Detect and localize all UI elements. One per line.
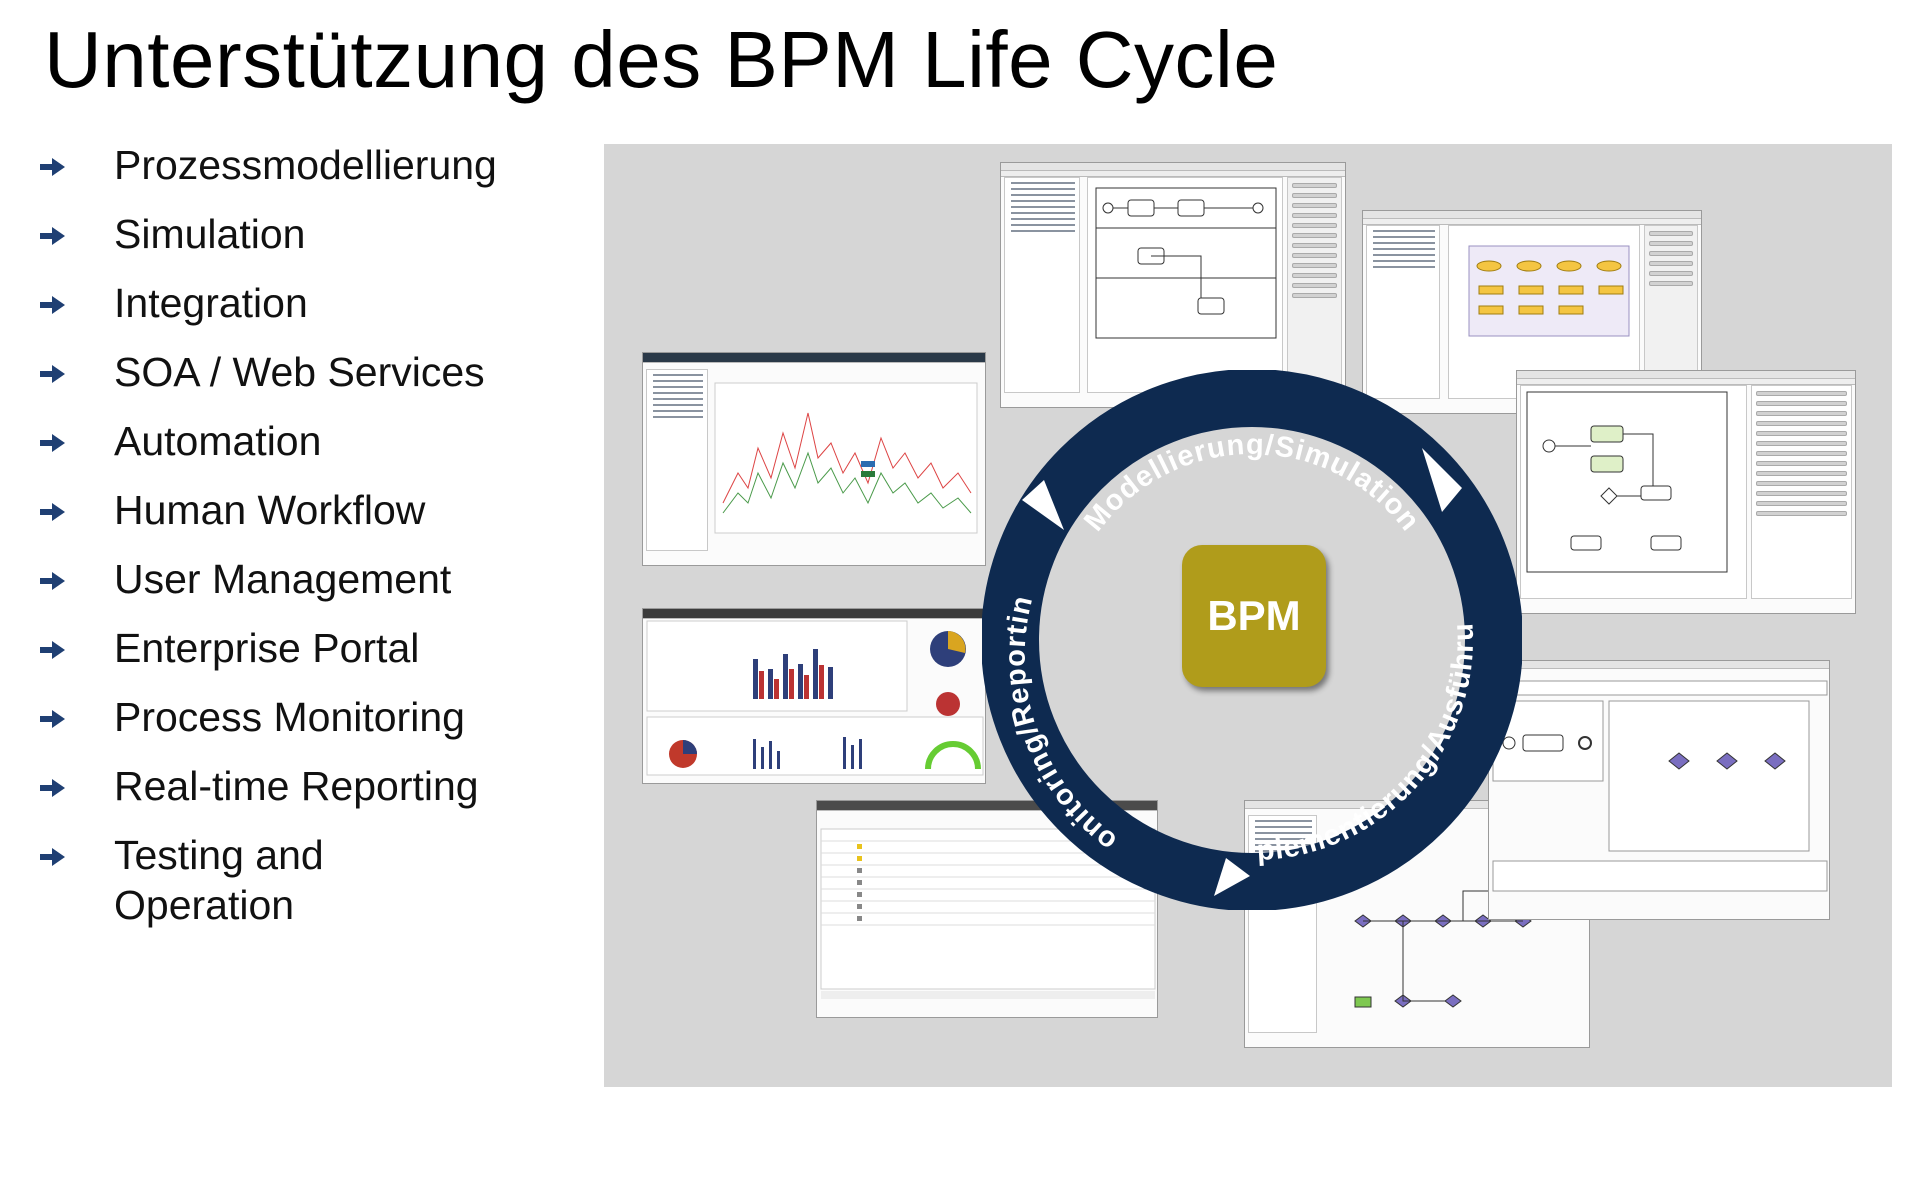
feature-label: SOA / Web Services — [114, 349, 485, 395]
feature-list: Prozessmodellierung Simulation Integrati… — [40, 140, 580, 949]
arrow-right-icon — [40, 848, 65, 866]
feature-label: Automation — [114, 418, 322, 464]
arrow-right-icon — [40, 641, 65, 659]
simulation-screenshot — [1516, 370, 1856, 614]
feature-item: Process Monitoring — [40, 692, 580, 742]
feature-item: Testing and Operation — [40, 830, 580, 930]
slide-title: Unterstützung des BPM Life Cycle — [44, 15, 1279, 104]
bpm-center-badge: BPM — [1182, 545, 1326, 687]
cycle-ring — [982, 370, 1522, 910]
feature-label: Real-time Reporting — [114, 763, 479, 809]
feature-item: Enterprise Portal — [40, 623, 580, 673]
arrow-right-icon — [40, 296, 65, 314]
feature-label: Simulation — [114, 211, 306, 257]
arrow-right-icon — [40, 710, 65, 728]
cycle-arrow-notch — [1022, 480, 1064, 530]
feature-item: Prozessmodellierung — [40, 140, 580, 190]
report-dashboard-screenshot — [642, 608, 986, 784]
arrow-right-icon — [40, 572, 65, 590]
bpm-center-label: BPM — [1207, 592, 1301, 639]
feature-label: Prozessmodellierung — [114, 142, 497, 188]
arrow-right-icon — [40, 779, 65, 797]
feature-label: Process Monitoring — [114, 694, 465, 740]
feature-label: Integration — [114, 280, 308, 326]
feature-item: User Management — [40, 554, 580, 604]
process-monitor-screenshot — [816, 800, 1158, 1018]
feature-item: Integration — [40, 278, 580, 328]
arrow-right-icon — [40, 503, 65, 521]
arrow-right-icon — [40, 434, 65, 452]
feature-item: Simulation — [40, 209, 580, 259]
modeler-screenshot-top — [1000, 162, 1346, 408]
feature-item: Automation — [40, 416, 580, 466]
feature-item: SOA / Web Services — [40, 347, 580, 397]
arrow-right-icon — [40, 365, 65, 383]
feature-item: Real-time Reporting — [40, 761, 580, 811]
arrow-right-icon — [40, 227, 65, 245]
arrow-right-icon — [40, 158, 65, 176]
pattern-editor-screenshot — [1488, 660, 1830, 920]
feature-label: Human Workflow — [114, 487, 426, 533]
feature-label: Enterprise Portal — [114, 625, 420, 671]
cycle-arrow-notch — [1422, 448, 1462, 512]
feature-label: Testing and Operation — [114, 832, 324, 928]
line-chart-screenshot — [642, 352, 986, 566]
feature-item: Human Workflow — [40, 485, 580, 535]
feature-label: User Management — [114, 556, 452, 602]
cycle-arrow-notch — [1214, 858, 1250, 896]
